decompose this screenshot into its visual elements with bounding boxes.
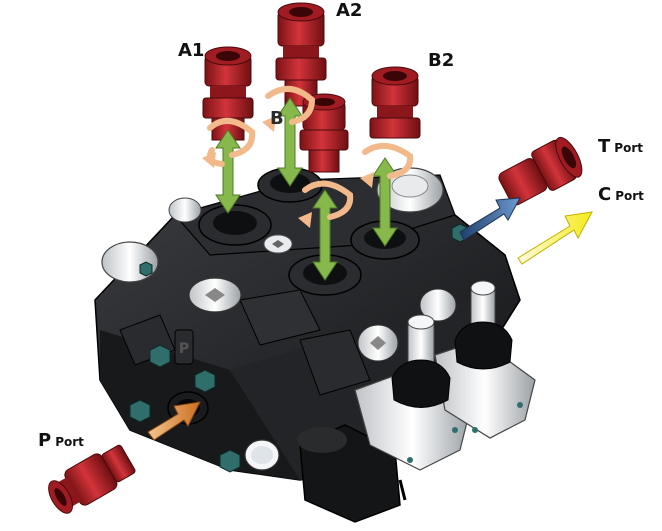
rotate-icon [360, 143, 414, 188]
body-stamp: P [174, 329, 194, 365]
bolt-icon [219, 449, 241, 473]
label-b1: B [270, 108, 284, 129]
fitting-a1 [202, 46, 254, 141]
center-plug [263, 234, 293, 254]
flow-arrow-a1 [215, 129, 241, 214]
flow-arrow-a2 [277, 97, 303, 187]
label-c-port-sub: Port [615, 189, 644, 203]
label-t-port-main: T [598, 136, 611, 157]
sight-glass [244, 439, 280, 471]
c-port-arrow [517, 211, 593, 265]
label-a1: A1 [178, 40, 205, 61]
fitting-a2 [275, 2, 327, 107]
control-knob-2 [454, 280, 513, 370]
bolt-icon [139, 261, 153, 277]
p-port-fitting [48, 444, 136, 514]
body-stamp-letter: P [179, 341, 189, 357]
rotation-arrows [202, 86, 414, 228]
flow-arrow-b1 [312, 189, 338, 281]
bolt-icon [194, 369, 216, 393]
p-port-arrow [147, 401, 201, 441]
bolt-icon [149, 344, 171, 368]
rotate-icon [262, 86, 316, 132]
control-knob-1 [391, 314, 451, 408]
rotate-icon [202, 118, 256, 168]
fitting-b1 [299, 93, 349, 173]
bolt-icon [129, 399, 151, 423]
spool-housing-2 [434, 339, 536, 439]
mounting-bolts [129, 223, 469, 473]
socket-cap-rear [419, 288, 457, 322]
relief-valve-cap [376, 167, 444, 213]
label-t-port-sub: Port [614, 141, 643, 155]
label-c-port-main: C [598, 184, 612, 205]
socket-cap-right [357, 324, 399, 362]
socket-cap-left [188, 277, 242, 313]
label-p-port-main: P [38, 430, 52, 451]
work-port-a1 [198, 204, 272, 246]
solenoid-cylinder [297, 424, 407, 523]
t-port-fitting [498, 136, 583, 206]
label-a2: A2 [336, 0, 363, 21]
label-p-port-sub: Port [55, 435, 84, 449]
label-b2: B2 [428, 50, 455, 71]
t-port-arrow [459, 197, 521, 241]
fitting-b2 [369, 66, 421, 139]
rotate-icon [298, 180, 354, 228]
